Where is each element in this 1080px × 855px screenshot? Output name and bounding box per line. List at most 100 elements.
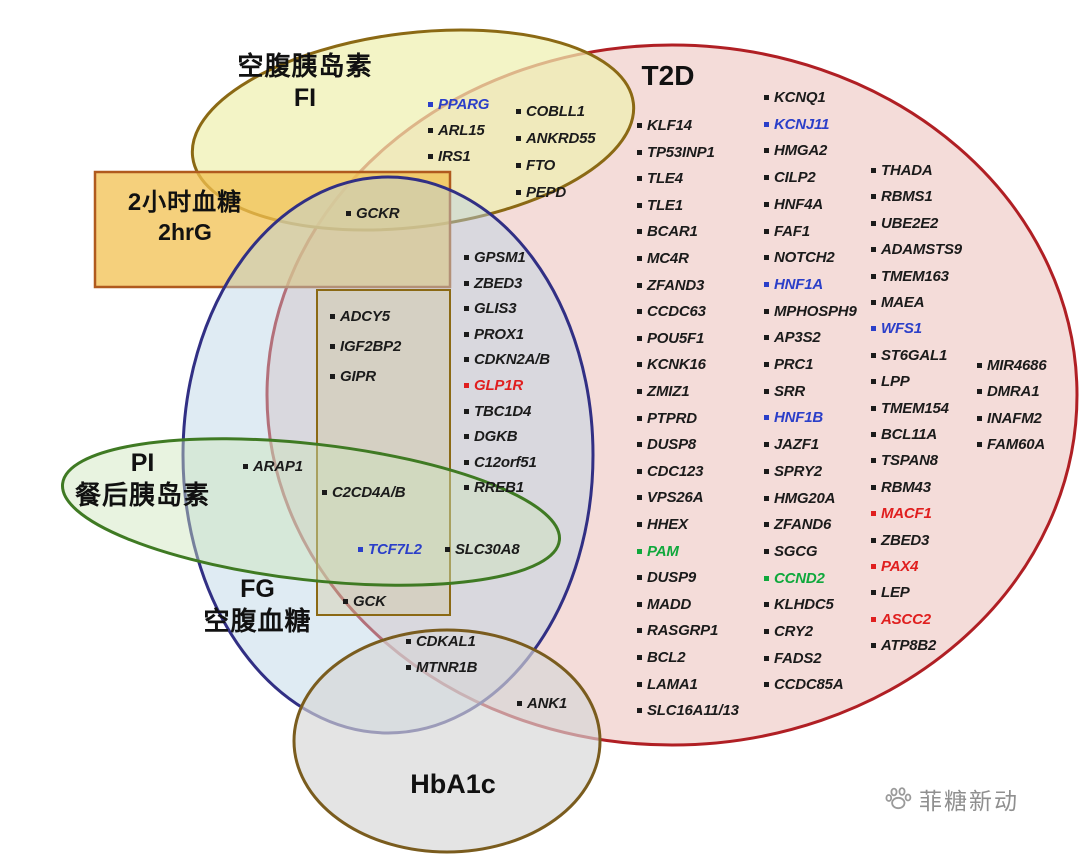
bullet-icon (871, 511, 876, 516)
gene-inafm2: INAFM2 (977, 410, 1042, 427)
bullet-icon (637, 123, 642, 128)
gene-mtnr1b: MTNR1B (406, 659, 478, 676)
gene-tp53inp1: TP53INP1 (637, 144, 715, 161)
gene-name: PPARG (438, 96, 490, 113)
gene-prc1: PRC1 (764, 356, 813, 373)
watermark: 菲糖新动 (885, 782, 1019, 816)
bullet-icon (764, 496, 769, 501)
inner-overlap-rect (316, 289, 451, 616)
gene-ap3s2: AP3S2 (764, 329, 821, 346)
gene-vps26a: VPS26A (637, 489, 704, 506)
bullet-icon (358, 547, 363, 552)
gene-fto: FTO (516, 157, 555, 174)
bullet-icon (871, 485, 876, 490)
bullet-icon (406, 665, 411, 670)
gene-name: FAF1 (774, 223, 810, 240)
gene-name: ADCY5 (340, 308, 390, 325)
gene-irs1: IRS1 (428, 148, 471, 165)
gene-name: KCNJ11 (774, 116, 830, 133)
bullet-icon (330, 314, 335, 319)
bullet-icon (516, 190, 521, 195)
gene-tle4: TLE4 (637, 170, 683, 187)
gene-ccdc63: CCDC63 (637, 303, 706, 320)
bullet-icon (764, 255, 769, 260)
bullet-icon (871, 432, 876, 437)
bullet-icon (977, 389, 982, 394)
gene-name: NOTCH2 (774, 249, 835, 266)
gene-zmiz1: ZMIZ1 (637, 383, 690, 400)
bullet-icon (871, 406, 876, 411)
gene-name: IRS1 (438, 148, 471, 165)
bullet-icon (637, 229, 642, 234)
gene-cdc123: CDC123 (637, 463, 704, 480)
bullet-icon (871, 617, 876, 622)
bullet-icon (517, 701, 522, 706)
gene-name: RASGRP1 (647, 622, 719, 639)
two-hour-glucose-rect (93, 170, 452, 289)
bullet-icon (445, 547, 450, 552)
gene-name: KLF14 (647, 117, 692, 134)
bullet-icon (764, 202, 769, 207)
bullet-icon (871, 247, 876, 252)
gene-name: KCNQ1 (774, 89, 826, 106)
bullet-icon (637, 708, 642, 713)
fg-label: FG 空腹血糖 (175, 574, 340, 638)
gene-name: CILP2 (774, 169, 816, 186)
gene-name: CRY2 (774, 623, 813, 640)
gene-gpsm1: GPSM1 (464, 249, 526, 266)
gene-name: MAEA (881, 294, 925, 311)
bullet-icon (637, 203, 642, 208)
gene-zbed3: ZBED3 (871, 532, 929, 549)
gene-name: TMEM163 (881, 268, 949, 285)
bullet-icon (764, 576, 769, 581)
gene-name: RREB1 (474, 479, 524, 496)
gene-name: PRC1 (774, 356, 814, 373)
gene-c2cd4ab: C2CD4A/B (322, 484, 406, 501)
paw-icon (885, 787, 912, 810)
gene-zfand3: ZFAND3 (637, 277, 704, 294)
gene-klf14: KLF14 (637, 117, 692, 134)
bullet-icon (637, 522, 642, 527)
gene-name: PAX4 (881, 558, 919, 575)
gene-name: UBE2E2 (881, 215, 939, 232)
gene-name: VPS26A (647, 489, 704, 506)
gene-pax4: PAX4 (871, 558, 918, 575)
gene-name: PTPRD (647, 410, 697, 427)
gene-name: ADAMSTS9 (881, 241, 962, 258)
gene-kcnk16: KCNK16 (637, 356, 706, 373)
gene-tmem163: TMEM163 (871, 268, 949, 285)
bullet-icon (871, 643, 876, 648)
gene-name: GPSM1 (474, 249, 526, 266)
gene-ccdc85a: CCDC85A (764, 676, 844, 693)
gene-name: MIR4686 (987, 357, 1047, 374)
gene-prox1: PROX1 (464, 326, 524, 343)
gene-tmem154: TMEM154 (871, 400, 949, 417)
gene-srr: SRR (764, 383, 805, 400)
bullet-icon (637, 469, 642, 474)
gene-name: HMGA2 (774, 142, 828, 159)
fi-label: 空腹胰岛素 FI (205, 50, 405, 114)
gene-bcar1: BCAR1 (637, 223, 698, 240)
gene-name: HNF1B (774, 409, 824, 426)
bullet-icon (637, 549, 642, 554)
bullet-icon (764, 629, 769, 634)
t2d-label: T2D (641, 60, 695, 91)
gene-name: CDKN2A/B (474, 351, 550, 368)
gene-name: ANK1 (527, 695, 568, 712)
gene-adcy5: ADCY5 (330, 308, 390, 325)
gene-arl15: ARL15 (428, 122, 485, 139)
gene-tcf7l2: TCF7L2 (358, 541, 422, 558)
gene-bcl11a: BCL11A (871, 426, 937, 443)
gene-hhex: HHEX (637, 516, 688, 533)
bullet-icon (637, 176, 642, 181)
gene-wfs1: WFS1 (871, 320, 922, 337)
gene-name: ATP8B2 (881, 637, 937, 654)
gene-fads2: FADS2 (764, 650, 822, 667)
bullet-icon (977, 363, 982, 368)
bullet-icon (871, 458, 876, 463)
gene-name: INAFM2 (987, 410, 1042, 427)
gene-name: JAZF1 (774, 436, 819, 453)
bullet-icon (764, 309, 769, 314)
